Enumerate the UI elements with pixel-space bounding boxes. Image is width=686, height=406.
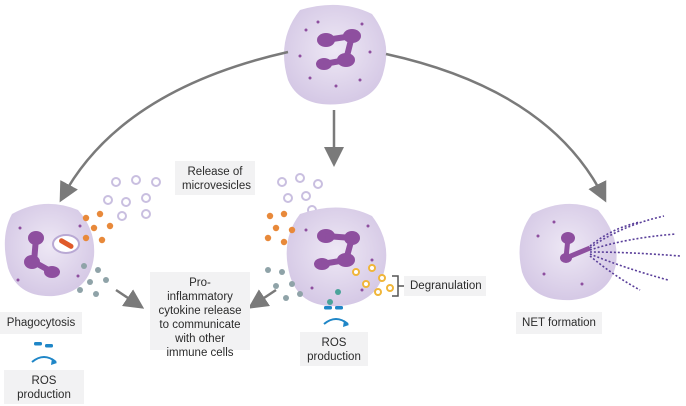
top-neutrophil bbox=[284, 4, 387, 105]
left-cell-dots bbox=[16, 224, 82, 282]
arrow-left-to-cytokine bbox=[115, 288, 145, 309]
center-nucleus bbox=[314, 229, 360, 270]
left-nucleus bbox=[24, 231, 60, 278]
center-cell-body bbox=[286, 207, 387, 307]
label-ros-left: ROS production bbox=[4, 370, 84, 404]
center-granules-yellow bbox=[352, 264, 394, 296]
label-ros-center: ROS production bbox=[300, 332, 368, 366]
net-strands bbox=[589, 215, 681, 291]
microvesicles-center bbox=[277, 173, 323, 215]
right-cell-dots bbox=[536, 220, 584, 286]
left-granules-gray bbox=[77, 263, 109, 297]
arrow-center-to-cytokine bbox=[247, 288, 277, 309]
microvesicles-left bbox=[103, 175, 161, 221]
label-cytokine-release: Pro-inflammatory cytokine release to com… bbox=[150, 272, 250, 359]
top-cell-dots bbox=[298, 20, 372, 88]
left-neutrophil bbox=[4, 203, 95, 297]
ros-left-icon bbox=[31, 342, 57, 365]
left-granules-orange bbox=[82, 210, 114, 244]
top-nucleus bbox=[316, 29, 361, 70]
ros-center-icon bbox=[323, 306, 349, 327]
center-cell-dots bbox=[304, 224, 374, 292]
center-granules-orange bbox=[264, 210, 296, 246]
center-teal-granules bbox=[327, 289, 341, 305]
center-granules-gray bbox=[265, 267, 303, 301]
degranulation-bracket bbox=[392, 275, 404, 297]
right-neutrophil bbox=[519, 203, 617, 301]
right-nucleus bbox=[560, 232, 591, 263]
label-phagocytosis: Phagocytosis bbox=[0, 312, 82, 334]
arrow-to-phagocytosis bbox=[59, 50, 289, 203]
center-neutrophil bbox=[286, 207, 387, 307]
label-microvesicles: Release of microvesicles bbox=[175, 161, 255, 195]
label-net-formation: NET formation bbox=[516, 312, 602, 334]
left-cell-body bbox=[4, 203, 95, 297]
arrow-to-net bbox=[385, 52, 607, 203]
label-degranulation: Degranulation bbox=[404, 276, 486, 296]
bacterium bbox=[58, 238, 74, 249]
